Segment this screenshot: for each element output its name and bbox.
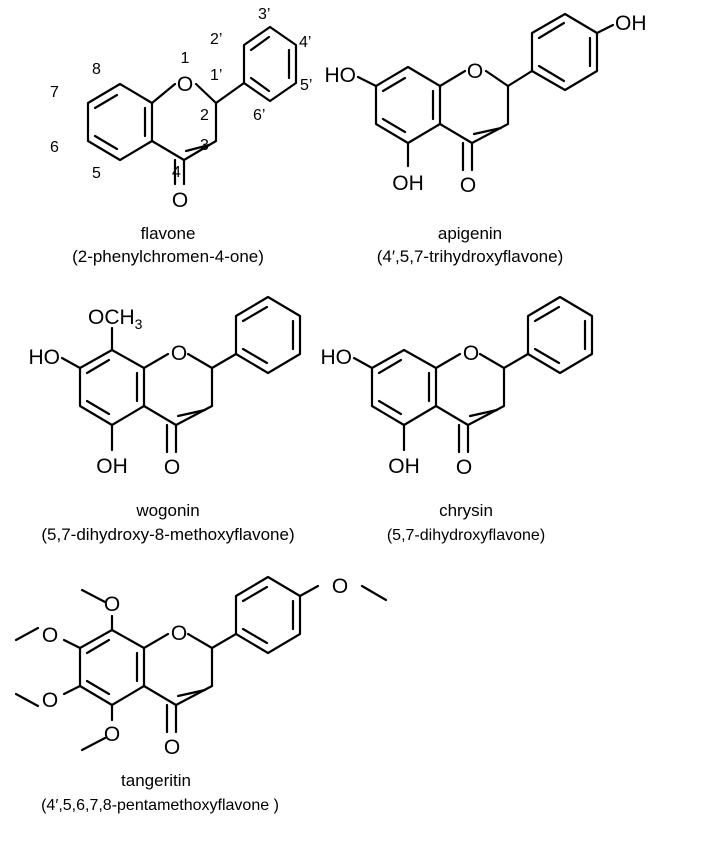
chrysin-ring-oxygen: O: [463, 342, 479, 365]
atom-number-5: 5: [92, 165, 101, 182]
tangeritin-iupac: (4′,5,6,7,8-pentamethoxyflavone ): [41, 797, 279, 814]
chrysin-carbonyl-oxygen: O: [456, 456, 472, 479]
wogonin-5-hydroxyl: OH: [96, 455, 128, 478]
tangeritin-7-methoxy-oxygen: O: [42, 624, 58, 647]
tangeritin-name: tangeritin: [121, 771, 191, 790]
apigenin-ring-oxygen: O: [467, 60, 483, 83]
tangeritin-carbonyl-oxygen: O: [164, 736, 180, 759]
atom-number-8: 8: [92, 61, 101, 78]
flavone-bonds: [86, 25, 298, 186]
apigenin-name: apigenin: [438, 224, 502, 243]
chrysin-structure: O O HO OH chrysin (5,7-dihydroxyflavone): [321, 295, 594, 544]
chrysin-iupac: (5,7-dihydroxyflavone): [387, 527, 545, 544]
tangeritin-bonds: [14, 575, 388, 752]
flavone-structure: O O 1 2 3 4 5 6 7 8 1’ 2’ 3’ 4’ 5’ 6’ fl…: [50, 6, 312, 266]
apigenin-structure: O O HO OH OH apigenin (4′,5,7-trihydroxy…: [325, 12, 647, 266]
atom-number-2: 2: [200, 107, 209, 124]
apigenin-carbonyl-oxygen: O: [460, 174, 476, 197]
methoxy-subscript: 3: [135, 316, 143, 332]
flavone-carbonyl-oxygen: O: [172, 189, 188, 212]
tangeritin-8-methoxy-oxygen: O: [104, 593, 120, 616]
wogonin-7-hydroxyl: HO: [29, 346, 61, 369]
wogonin-bonds: [60, 295, 302, 454]
flavone-iupac: (2-phenylchromen-4-one): [72, 247, 264, 266]
apigenin-iupac: (4′,5,7-trihydroxyflavone): [377, 247, 564, 266]
apigenin-7-hydroxyl: HO: [325, 64, 357, 87]
tangeritin-6-methoxy-oxygen: O: [42, 689, 58, 712]
apigenin-4p-hydroxyl: OH: [615, 12, 647, 35]
chrysin-bonds: [352, 295, 594, 454]
atom-number-7: 7: [50, 84, 59, 101]
methoxy-label: OCH: [88, 306, 135, 329]
wogonin-iupac: (5,7-dihydroxy-8-methoxyflavone): [41, 525, 294, 544]
atom-number-1: 1: [181, 50, 190, 67]
atom-number-6: 6: [50, 139, 59, 156]
atom-number-2p: 2’: [210, 31, 222, 48]
atom-number-5p: 5’: [300, 77, 312, 94]
tangeritin-ring-oxygen: O: [171, 622, 187, 645]
tangeritin-5-methoxy-oxygen: O: [104, 723, 120, 746]
tangeritin-4p-methoxy-oxygen: O: [332, 575, 348, 598]
apigenin-5-hydroxyl: OH: [392, 172, 424, 195]
wogonin-8-methoxy: OCH3: [88, 306, 143, 332]
wogonin-name: wogonin: [135, 501, 199, 520]
wogonin-structure: O O HO OH OCH3 wogonin (5,7-dihydroxy-8-…: [29, 295, 302, 544]
atom-number-4: 4: [172, 164, 181, 181]
atom-number-4p: 4’: [299, 34, 311, 51]
flavone-ring-oxygen: O: [177, 73, 193, 96]
wogonin-carbonyl-oxygen: O: [164, 456, 180, 479]
wogonin-ring-oxygen: O: [171, 342, 187, 365]
chrysin-7-hydroxyl: HO: [321, 346, 353, 369]
apigenin-bonds: [356, 12, 615, 172]
atom-number-1p: 1’: [210, 67, 222, 84]
chrysin-5-hydroxyl: OH: [388, 455, 420, 478]
atom-number-3p: 3’: [258, 6, 270, 23]
flavone-name: flavone: [141, 224, 196, 243]
tangeritin-structure: O O O O O O O tangeritin (4′,5,6,7,8-pen…: [14, 575, 388, 814]
atom-number-6p: 6’: [253, 107, 265, 124]
atom-number-3: 3: [200, 137, 209, 154]
chrysin-name: chrysin: [439, 501, 493, 520]
